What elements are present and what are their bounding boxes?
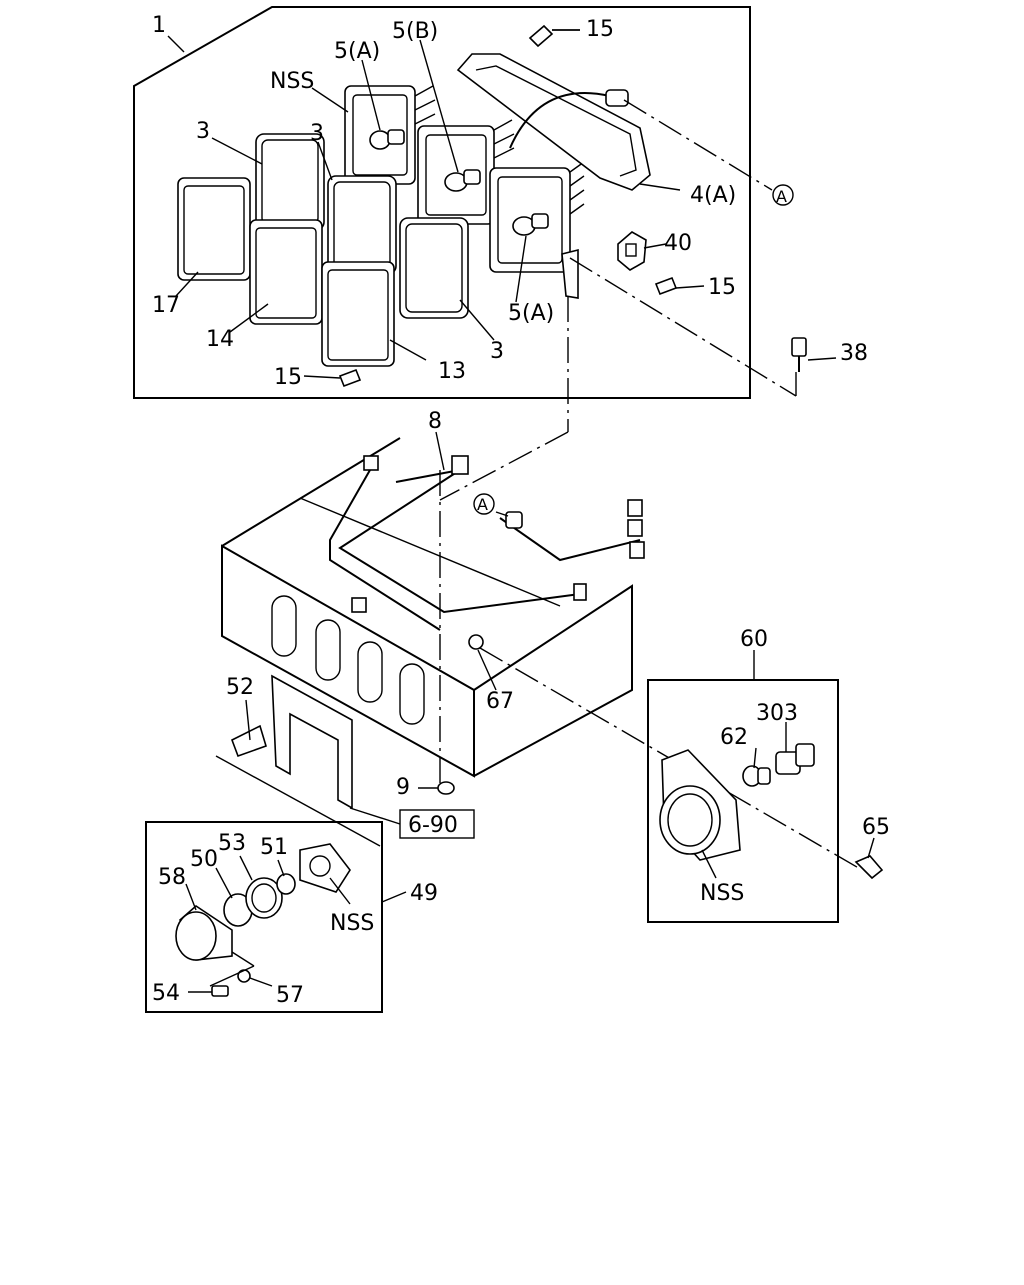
bulb-51 — [276, 873, 296, 895]
callout-nss-right: NSS — [700, 881, 744, 906]
bulb-5a-top — [369, 129, 405, 150]
gasket-3-middle — [327, 175, 397, 275]
callout-nss-top: NSS — [270, 69, 314, 94]
callout-9: 9 — [396, 775, 410, 800]
slot-1 — [271, 595, 297, 657]
callout-6-90: 6-90 — [408, 813, 458, 838]
callout-3-bottom: 3 — [490, 339, 504, 364]
marker-a-mid — [473, 493, 495, 515]
callout-38: 38 — [840, 341, 868, 366]
reflector-40 — [617, 231, 647, 271]
callout-5a-top: 5(A) — [334, 39, 380, 64]
wire-harness-8 — [329, 469, 641, 631]
fog-lamp-60-group — [647, 650, 884, 923]
lens-14 — [249, 219, 323, 325]
callout-40: 40 — [664, 231, 692, 256]
bulb-5a-bottom — [512, 213, 549, 236]
callout-15-top: 15 — [586, 17, 614, 42]
slot-2 — [315, 619, 341, 681]
callout-53: 53 — [218, 831, 246, 856]
screw-65 — [854, 855, 884, 880]
lens-17 — [177, 177, 251, 281]
callout-8: 8 — [428, 409, 442, 434]
assembly-1-frame — [133, 6, 751, 399]
nut-9 — [437, 781, 455, 795]
callout-54: 54 — [152, 981, 180, 1006]
callout-15-bottom: 15 — [274, 365, 302, 390]
callout-labels: 1 5(A) 5(B) 15 NSS 3 3 4(A) A 40 15 17 5… — [152, 13, 890, 1008]
callout-65: 65 — [862, 815, 890, 840]
screw-15-right — [654, 276, 705, 296]
fog-lamp-body — [659, 749, 741, 861]
callout-62: 62 — [720, 725, 748, 750]
socket-nss — [299, 843, 351, 893]
bolt-38 — [791, 337, 807, 372]
gasket-3-lower — [399, 217, 469, 319]
callout-51: 51 — [260, 835, 288, 860]
bulb-5b — [444, 169, 481, 192]
callout-3-mid: 3 — [310, 121, 324, 146]
leader-lines-top — [167, 29, 837, 397]
lamp-housing-right — [489, 161, 585, 299]
lamp-body-58 — [175, 904, 233, 961]
callout-57: 57 — [276, 983, 304, 1008]
callout-49: 49 — [410, 881, 438, 906]
bulb-62 — [742, 765, 771, 787]
callout-58: 58 — [158, 865, 186, 890]
callout-4a: 4(A) — [690, 183, 736, 208]
screw-15-bottom — [338, 368, 362, 388]
callout-3-left: 3 — [196, 119, 210, 144]
callout-13: 13 — [438, 359, 466, 384]
side-lamp-49-frame — [145, 821, 383, 1013]
callout-marker-a-top: A — [776, 187, 787, 206]
marker-a-top — [772, 184, 794, 206]
license-bracket-4a — [456, 53, 651, 191]
callout-5a-bottom: 5(A) — [508, 301, 554, 326]
socket-303 — [775, 743, 815, 775]
rear-lamp-assembly-group — [133, 6, 837, 399]
callout-52: 52 — [226, 675, 254, 700]
callout-14: 14 — [206, 327, 234, 352]
lens-13 — [321, 261, 395, 367]
side-lamp-49-group — [145, 821, 407, 1013]
slot-4 — [399, 663, 425, 725]
callout-303: 303 — [756, 701, 798, 726]
screw-15-top — [528, 24, 580, 48]
callout-67: 67 — [486, 689, 514, 714]
bracket-6-90 — [230, 674, 353, 810]
fog-lamp-60-frame — [647, 679, 839, 923]
nut-67 — [468, 634, 484, 650]
callout-50: 50 — [190, 847, 218, 872]
callout-60: 60 — [740, 627, 768, 652]
gasket-3-upper — [255, 133, 325, 231]
callout-marker-a-mid: A — [477, 495, 488, 514]
ref-box-6-90 — [399, 809, 475, 839]
callout-nss-bottom: NSS — [330, 911, 374, 936]
callout-15-right: 15 — [708, 275, 736, 300]
slot-3 — [357, 641, 383, 703]
callout-5b: 5(B) — [392, 19, 438, 44]
callout-17: 17 — [152, 293, 180, 318]
screw-54 — [211, 985, 229, 997]
callout-1: 1 — [152, 13, 166, 38]
